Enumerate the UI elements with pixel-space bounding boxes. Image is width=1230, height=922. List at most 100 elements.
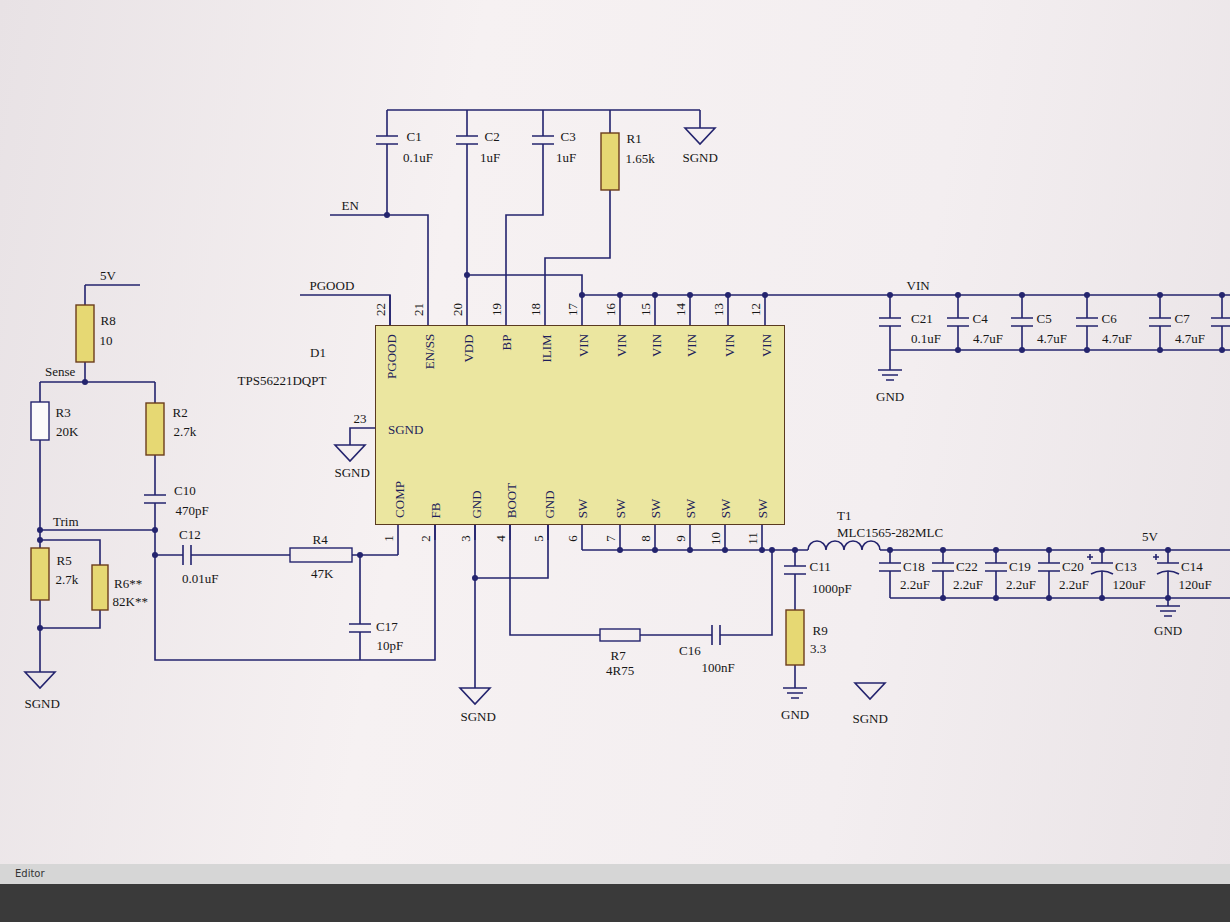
ground-label: GND: [876, 390, 904, 403]
part-name: C10: [174, 484, 196, 497]
part-name: R7: [611, 649, 626, 662]
resistor-symbol: [600, 629, 640, 641]
pin-number: 7: [603, 535, 616, 542]
part-value: 120uF: [1179, 578, 1212, 591]
wire: [880, 550, 1230, 606]
ground-label: SGND: [25, 697, 60, 710]
part-name: C20: [1062, 560, 1084, 573]
part-name: R4: [313, 533, 328, 546]
part-name: C3: [561, 130, 576, 143]
part-name: C5: [1037, 312, 1052, 325]
part-value: 100nF: [702, 661, 735, 674]
pin-name: COMP: [392, 481, 405, 518]
part-value: 2.2uF: [1006, 578, 1036, 591]
part-name: T1: [837, 509, 851, 522]
part-name: C16: [679, 644, 701, 657]
part-value: 3.3: [810, 642, 826, 655]
part-name: C14: [1181, 560, 1203, 573]
part-name: C6: [1102, 312, 1117, 325]
pin-number: 5: [531, 535, 544, 542]
pin-number: 21: [412, 303, 425, 316]
pin-name: SW: [756, 498, 769, 518]
pin-number: 18: [529, 303, 542, 316]
pin-number: 17: [566, 303, 579, 316]
inductor-symbol: [808, 541, 880, 550]
part-value: 10pF: [377, 639, 404, 652]
pin-name: VIN: [650, 334, 663, 357]
part-name: C12: [179, 528, 201, 541]
pin-name: VIN: [577, 334, 590, 357]
part-value: 2.2uF: [953, 578, 983, 591]
capacitor-plate: [376, 136, 554, 144]
part-name: R3: [56, 406, 71, 419]
wire: [300, 110, 700, 325]
pin-name: SW: [649, 498, 662, 518]
part-name: C21: [911, 312, 933, 325]
pin-name: SW: [684, 498, 697, 518]
pin-number: 9: [673, 535, 686, 542]
pin-name: BOOT: [505, 483, 518, 518]
pin-number: 13: [712, 303, 725, 316]
pin-name: SW: [719, 498, 732, 518]
pin-number: 22: [374, 303, 387, 316]
part-name: C2: [485, 130, 500, 143]
ground-symbol: [783, 370, 1180, 698]
pin-name: VDD: [462, 334, 475, 362]
part-value: 20K: [56, 425, 78, 438]
pin-name: EN/SS: [423, 334, 436, 369]
part-value: 10: [100, 334, 113, 347]
pin-name: VIN: [685, 334, 698, 357]
part-name: C17: [376, 620, 398, 633]
ic-body: PGOODEN/SSVDDBPILIMVINVINVINVINVINVINSGN…: [375, 325, 785, 525]
part-value: 1.65k: [626, 152, 655, 165]
net-label: VIN: [907, 279, 930, 292]
pin-name: VIN: [615, 334, 628, 357]
resistor-symbol: [31, 548, 49, 600]
part-name: C19: [1009, 560, 1031, 573]
part-name: D1: [310, 346, 326, 359]
resistor-symbol: [146, 403, 164, 455]
part-value: 4.7uF: [1102, 332, 1132, 345]
pin-number: 6: [565, 535, 578, 542]
pin-name: GND: [470, 490, 483, 518]
pin-name: BP: [500, 334, 513, 350]
part-name: R2: [173, 406, 188, 419]
pin-number: 12: [749, 303, 762, 316]
pin-name: VIN: [723, 334, 736, 357]
net-label: PGOOD: [310, 279, 355, 292]
pin-name: SW: [614, 498, 627, 518]
net-label: 5V: [100, 269, 116, 282]
net-label: 5V: [1142, 530, 1158, 543]
part-value: 82K**: [113, 595, 148, 608]
part-name: C22: [956, 560, 978, 573]
pin-number: 14: [674, 303, 687, 316]
pin-number: 16: [604, 303, 617, 316]
pin-number: 11: [745, 532, 758, 545]
ground-label: SGND: [335, 466, 370, 479]
part-value: 4.7uF: [973, 332, 1003, 345]
pin-number: 2: [418, 535, 431, 542]
pin-number: 23: [354, 412, 367, 425]
net-label: Sense: [45, 365, 75, 378]
part-name: R9: [813, 624, 828, 637]
part-name: C7: [1175, 312, 1190, 325]
part-value: 2.7k: [174, 425, 197, 438]
net-label: EN: [342, 199, 359, 212]
signal-ground-symbol: [25, 128, 885, 704]
resistor-symbol: [290, 548, 352, 562]
part-value: 0.1uF: [403, 151, 433, 164]
part-value: 4.7uF: [1037, 332, 1067, 345]
ground-label: SGND: [853, 712, 888, 725]
status-bar: [0, 864, 1230, 884]
part-value: 1000pF: [812, 582, 852, 595]
part-value: 120uF: [1113, 578, 1146, 591]
pin-number: 10: [709, 532, 722, 545]
part-value: 47K: [311, 567, 333, 580]
pin-number: 8: [638, 535, 651, 542]
ground-label: GND: [1154, 624, 1182, 637]
status-text: Editor: [15, 869, 45, 879]
ground-label: SGND: [683, 151, 718, 164]
ground-label: GND: [781, 708, 809, 721]
